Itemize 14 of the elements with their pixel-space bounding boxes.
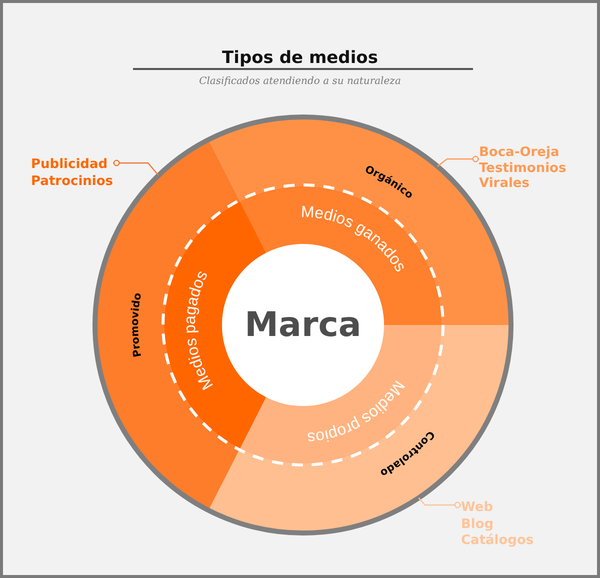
leader-line: [418, 497, 461, 508]
callout-text: Testimonios: [479, 160, 566, 176]
callout-text: Patrocinios: [31, 173, 114, 190]
title: Tipos de medios: [221, 48, 379, 68]
callout-text: Virales: [479, 176, 530, 192]
callout-text: Publicidad: [31, 156, 108, 173]
callout-text: Boca-Oreja: [479, 145, 560, 160]
leader-line: [113, 160, 159, 176]
callout-text: Web: [461, 500, 493, 516]
subtitle: Clasificados atendiendo a su naturaleza: [198, 75, 402, 89]
leader-line: [437, 156, 479, 167]
callout-text: Catálogos: [461, 533, 534, 550]
center-label: Marca: [244, 305, 362, 345]
callout-text: Blog: [461, 516, 494, 533]
